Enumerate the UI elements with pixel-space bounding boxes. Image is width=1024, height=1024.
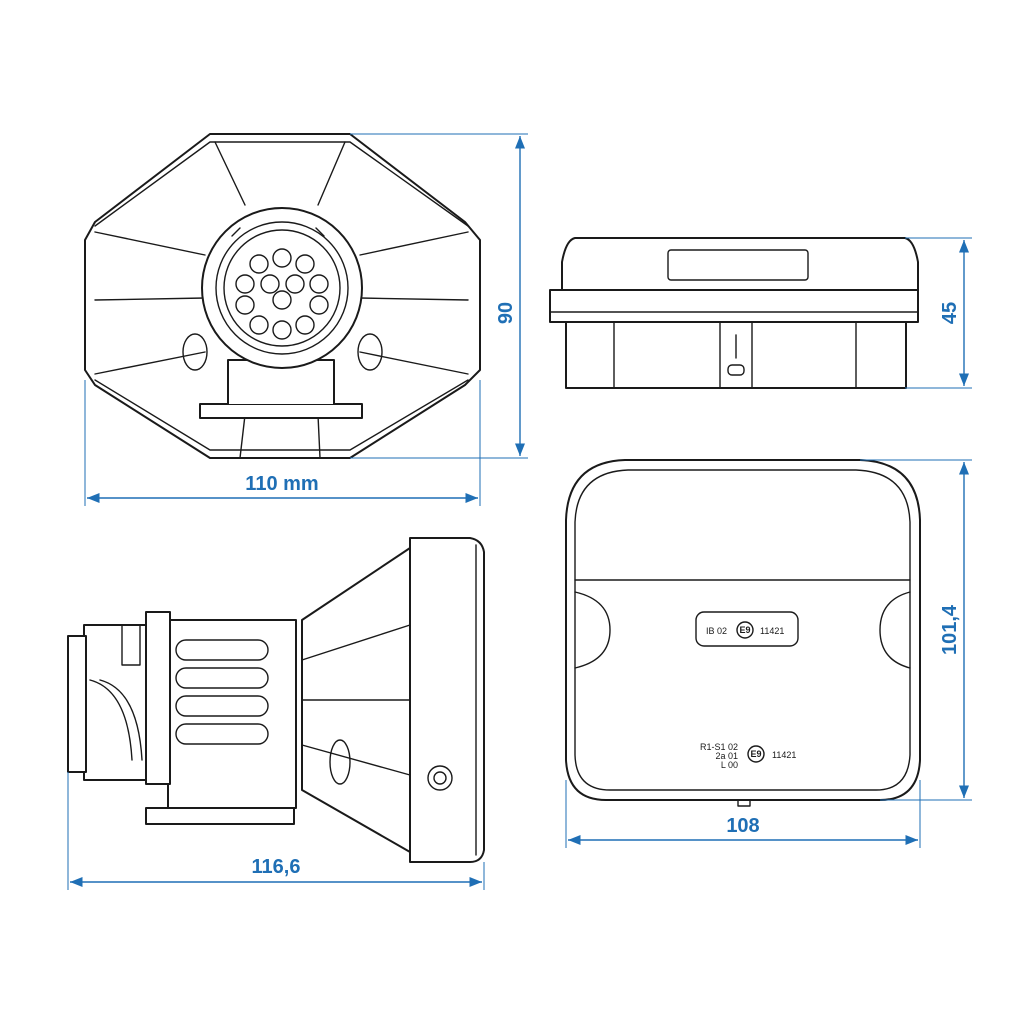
mark-2a: 2a 01 xyxy=(715,751,738,761)
socket-pins xyxy=(235,248,329,340)
front-width-label: 110 mm xyxy=(245,473,318,495)
side-length-label: 116,6 xyxy=(252,856,301,878)
dimension-front-height: 90 xyxy=(350,133,528,459)
back-height-label: 101,4 xyxy=(939,604,961,655)
front-view xyxy=(84,133,481,459)
top-view xyxy=(549,237,919,389)
mark-e9: E9 xyxy=(750,749,761,759)
lid-mark-ib: IB 02 xyxy=(706,626,727,636)
front-height-label: 90 xyxy=(495,302,517,324)
back-width-label: 108 xyxy=(726,815,759,837)
lid-mark-number: 11421 xyxy=(760,626,784,636)
back-view: IB 02 E9 11421 R1-S1 02 2a 01 L 00 E9 11… xyxy=(565,459,921,807)
mark-number: 11421 xyxy=(772,750,796,760)
dimension-top-height: 45 xyxy=(905,237,972,389)
dimension-front-width: 110 mm xyxy=(84,380,481,506)
dimension-back-height: 101,4 xyxy=(860,459,972,801)
side-view xyxy=(67,537,485,863)
lid-mark-e9: E9 xyxy=(739,625,750,635)
mark-l00: L 00 xyxy=(721,760,738,770)
top-height-label: 45 xyxy=(939,302,961,324)
mark-r1s1: R1-S1 02 xyxy=(700,742,738,752)
dimension-back-width: 108 xyxy=(565,780,921,848)
dimension-side-length: 116,6 xyxy=(67,772,485,890)
